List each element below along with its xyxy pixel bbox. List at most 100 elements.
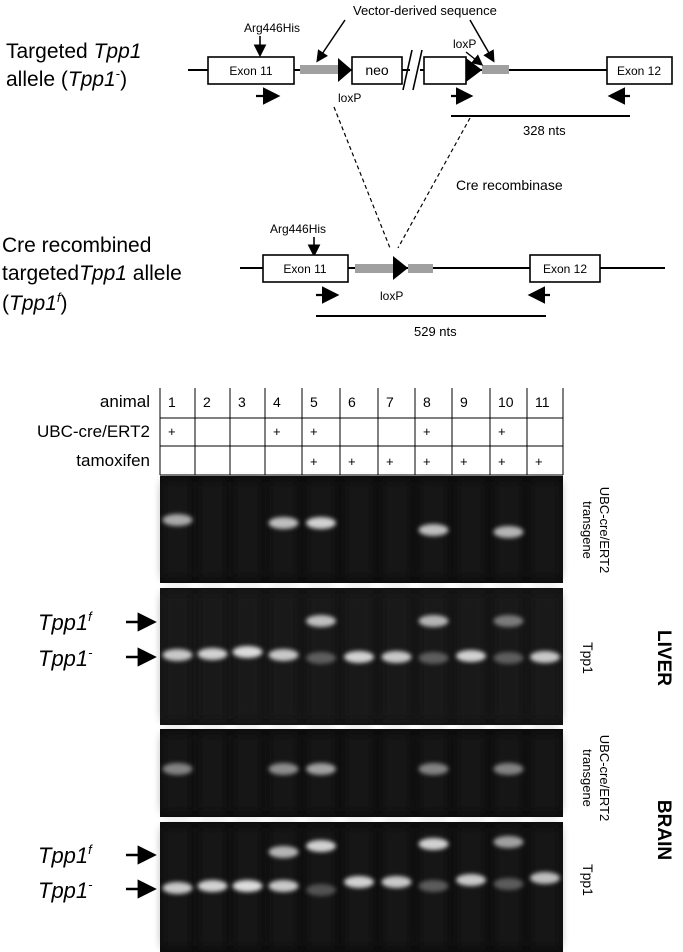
gels: UBC-cre/ERT2 transgene Tpp1 LIVER UBC-cr… bbox=[38, 476, 674, 952]
vector-arrow-right bbox=[469, 19, 495, 63]
gel-band bbox=[418, 838, 449, 850]
targeted-allele-diagram: Targeted Tpp1 allele (Tpp1-) Arg446His E… bbox=[6, 3, 673, 249]
gel-band bbox=[306, 884, 336, 896]
tamoxifen-marker: + bbox=[535, 454, 543, 469]
gel-band bbox=[306, 840, 336, 852]
gel-band bbox=[418, 615, 449, 627]
recombined-title-line2: targetedTpp1 allele bbox=[2, 262, 182, 285]
loxp-right-arrow bbox=[465, 51, 484, 66]
recombined-vector-left bbox=[355, 264, 393, 273]
recombined-loxp-triangle bbox=[393, 256, 408, 280]
animal-number: 6 bbox=[348, 394, 356, 410]
tamoxifen-marker: + bbox=[498, 454, 506, 469]
cre-marker: + bbox=[168, 424, 176, 439]
brain-label: BRAIN bbox=[653, 800, 674, 860]
recombined-allele-diagram: Cre recombined targetedTpp1 allele (Tpp1… bbox=[2, 222, 665, 339]
brain-tpp1-label: Tpp1 bbox=[580, 864, 596, 896]
recombined-title-line1: Cre recombined bbox=[2, 234, 151, 257]
gel-band bbox=[162, 514, 193, 526]
gel-lane-smear bbox=[345, 482, 373, 577]
gel-band bbox=[493, 878, 524, 890]
gel-band bbox=[268, 763, 299, 775]
animal-number: 7 bbox=[386, 394, 394, 410]
targeted-title-line2: allele (Tpp1-) bbox=[6, 66, 127, 91]
liver-transgene-label-1: UBC-cre/ERT2 bbox=[597, 487, 612, 573]
recombined-exon11-box bbox=[262, 254, 349, 283]
gel-lane-smear bbox=[198, 482, 227, 577]
gel-brain-tpp1 bbox=[160, 822, 563, 952]
gel-band bbox=[493, 615, 524, 627]
gel-band bbox=[530, 651, 560, 663]
animal-number: 8 bbox=[423, 394, 431, 410]
vector-arrow-left bbox=[316, 19, 346, 63]
product-529-label: 529 nts bbox=[414, 324, 457, 339]
cre-marker: + bbox=[498, 424, 506, 439]
gel-liver-tpp1 bbox=[160, 588, 563, 725]
table-grid bbox=[159, 388, 564, 476]
gel-band bbox=[418, 524, 449, 536]
brain-allele-minus-label: Tpp1- bbox=[38, 877, 93, 903]
recombined-exon12-label: Exon 12 bbox=[543, 262, 587, 276]
recombined-mutation-label: Arg446His bbox=[270, 222, 326, 236]
gel-lane-smear bbox=[233, 735, 262, 811]
gel-band bbox=[162, 649, 193, 661]
gel-band bbox=[381, 651, 412, 663]
gel-lane-smear bbox=[457, 735, 485, 811]
gel-band bbox=[456, 650, 486, 662]
gel-band bbox=[268, 517, 299, 529]
recombination-dash-right bbox=[397, 117, 471, 249]
row-label-cre: UBC-cre/ERT2 bbox=[37, 422, 150, 441]
recombined-title-line3: (Tpp1f) bbox=[2, 290, 68, 315]
gel-lane-smear bbox=[345, 735, 373, 811]
tamoxifen-marker: + bbox=[423, 454, 431, 469]
gel-band bbox=[268, 880, 299, 892]
gel-band bbox=[162, 763, 193, 775]
vector-sequence-right bbox=[482, 65, 509, 74]
exon12-label: Exon 12 bbox=[617, 64, 661, 78]
brain-transgene-label-1: UBC-cre/ERT2 bbox=[597, 735, 612, 821]
gel-lane-smear bbox=[198, 735, 227, 811]
neo-label: neo bbox=[365, 62, 389, 78]
break-mark-2 bbox=[412, 49, 423, 91]
animal-number: 5 bbox=[310, 394, 318, 410]
gel-lane-smear bbox=[307, 482, 335, 577]
vector-derived-label: Vector-derived sequence bbox=[353, 3, 497, 18]
gel-band bbox=[493, 763, 524, 775]
gel-band bbox=[344, 651, 374, 663]
brain-transgene-label-2: transgene bbox=[580, 749, 595, 807]
recombined-exon11-label: Exon 11 bbox=[283, 262, 326, 276]
gel-lane-smear bbox=[382, 482, 411, 577]
loxp-left-label: loxP bbox=[338, 91, 361, 105]
product-328-label: 328 nts bbox=[523, 123, 566, 138]
gel-band bbox=[306, 652, 336, 664]
exon11-box bbox=[207, 56, 295, 85]
loxp-right-triangle bbox=[466, 58, 482, 82]
neo-box-continued bbox=[423, 56, 467, 85]
liver-tpp1-label: Tpp1 bbox=[580, 642, 596, 674]
cre-marker: + bbox=[310, 424, 318, 439]
animal-number: 10 bbox=[498, 394, 514, 410]
animal-number: 11 bbox=[535, 394, 550, 410]
gel-band bbox=[530, 872, 560, 884]
brain-allele-f-label: Tpp1f bbox=[38, 842, 93, 868]
gel-band bbox=[493, 652, 524, 664]
loxp-right-label: loxP bbox=[453, 37, 476, 51]
recombination-dash-left bbox=[333, 106, 391, 249]
gel-band bbox=[306, 615, 336, 627]
gel-liver-transgene bbox=[160, 476, 563, 583]
mutation-label: Arg446His bbox=[244, 21, 300, 35]
gel-band bbox=[418, 652, 449, 664]
animal-number: 1 bbox=[168, 394, 176, 410]
liver-transgene-label-2: transgene bbox=[580, 501, 595, 559]
gel-lane-smear bbox=[457, 828, 485, 946]
neo-box bbox=[351, 56, 403, 85]
break-mark-1 bbox=[402, 49, 413, 91]
gel-band bbox=[306, 763, 336, 775]
cre-recombinase-label: Cre recombinase bbox=[456, 177, 563, 193]
liver-allele-f-label: Tpp1f bbox=[38, 609, 93, 635]
gel-band bbox=[418, 763, 449, 775]
gel-band bbox=[197, 648, 228, 660]
recombined-vector-right bbox=[408, 264, 433, 273]
